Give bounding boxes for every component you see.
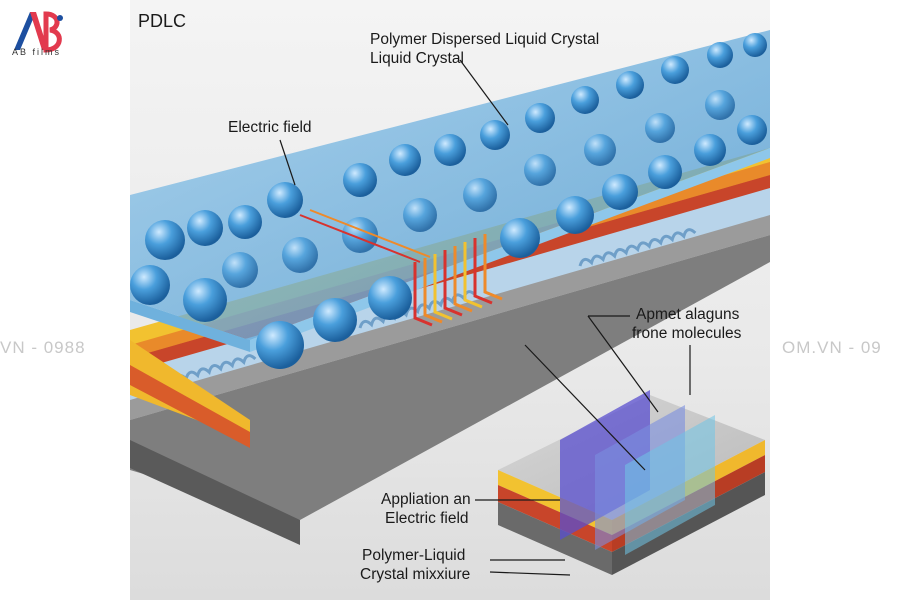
- electric-field-lines: [299, 209, 503, 327]
- base-grey-layer: [130, 210, 770, 545]
- label-polymer-dispersed: Polymer Dispersed Liquid Crystal: [370, 31, 600, 48]
- leader-lines: [279, 59, 691, 576]
- label-mixture-line1: Polymer-Liquid: [362, 547, 466, 564]
- brand-logo: [14, 11, 63, 53]
- label-mixture-line2: Crystal mixxiure: [360, 566, 471, 583]
- label-electric-field: Electric field: [228, 119, 312, 136]
- liquid-crystal-droplets: [130, 33, 767, 369]
- watermark-left: VN - 0988: [0, 338, 86, 357]
- brand-tagline: AB films: [12, 47, 62, 57]
- label-liquid-crystal: Liquid Crystal: [370, 50, 464, 67]
- label-application-line2: Electric field: [385, 510, 469, 527]
- watermark-right: OM.VN - 09: [782, 338, 882, 357]
- label-molecules-line2: frone molecules: [632, 325, 742, 342]
- diagram-title: PDLC: [138, 11, 187, 31]
- label-molecules-line1: Apmet alaguns: [636, 306, 740, 323]
- label-application-line1: Appliation an: [381, 491, 471, 508]
- molecule-plates: [560, 390, 715, 555]
